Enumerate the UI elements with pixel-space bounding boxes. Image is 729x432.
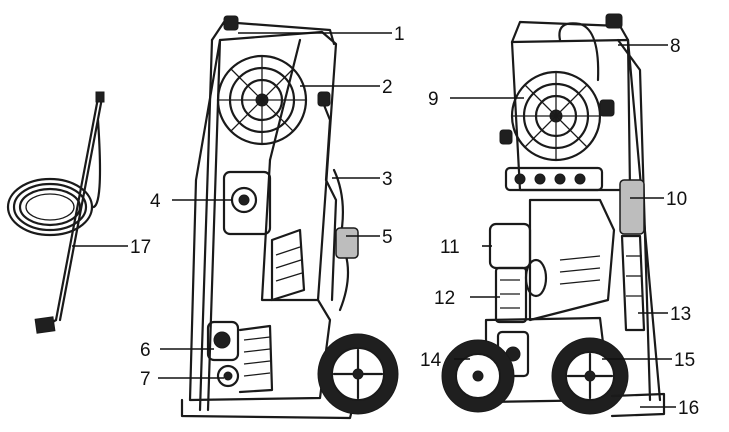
callout-1: 1	[394, 24, 405, 45]
callout-15: 15	[674, 350, 695, 371]
callout-13: 13	[670, 304, 691, 325]
leader-lines	[72, 32, 676, 408]
rear-view-illustration	[441, 13, 666, 418]
front-view-illustration	[180, 15, 399, 420]
callout-10: 10	[666, 189, 687, 210]
callout-labels: 1 2 3 4 5 6 7 8 9 10 11 12 13 14 15 16 1…	[130, 24, 699, 419]
hose-with-lance-illustration	[6, 91, 105, 334]
callout-3: 3	[382, 169, 393, 190]
callout-9: 9	[428, 89, 439, 110]
callout-6: 6	[140, 340, 151, 361]
callout-7: 7	[140, 369, 151, 390]
callout-12: 12	[434, 288, 455, 309]
callout-4: 4	[150, 191, 161, 212]
callout-16: 16	[678, 398, 699, 419]
callout-8: 8	[670, 36, 681, 57]
callout-11: 11	[440, 237, 460, 258]
callout-17: 17	[130, 237, 151, 258]
callout-14: 14	[420, 350, 442, 371]
callout-2: 2	[382, 77, 393, 98]
callout-5: 5	[382, 227, 393, 248]
